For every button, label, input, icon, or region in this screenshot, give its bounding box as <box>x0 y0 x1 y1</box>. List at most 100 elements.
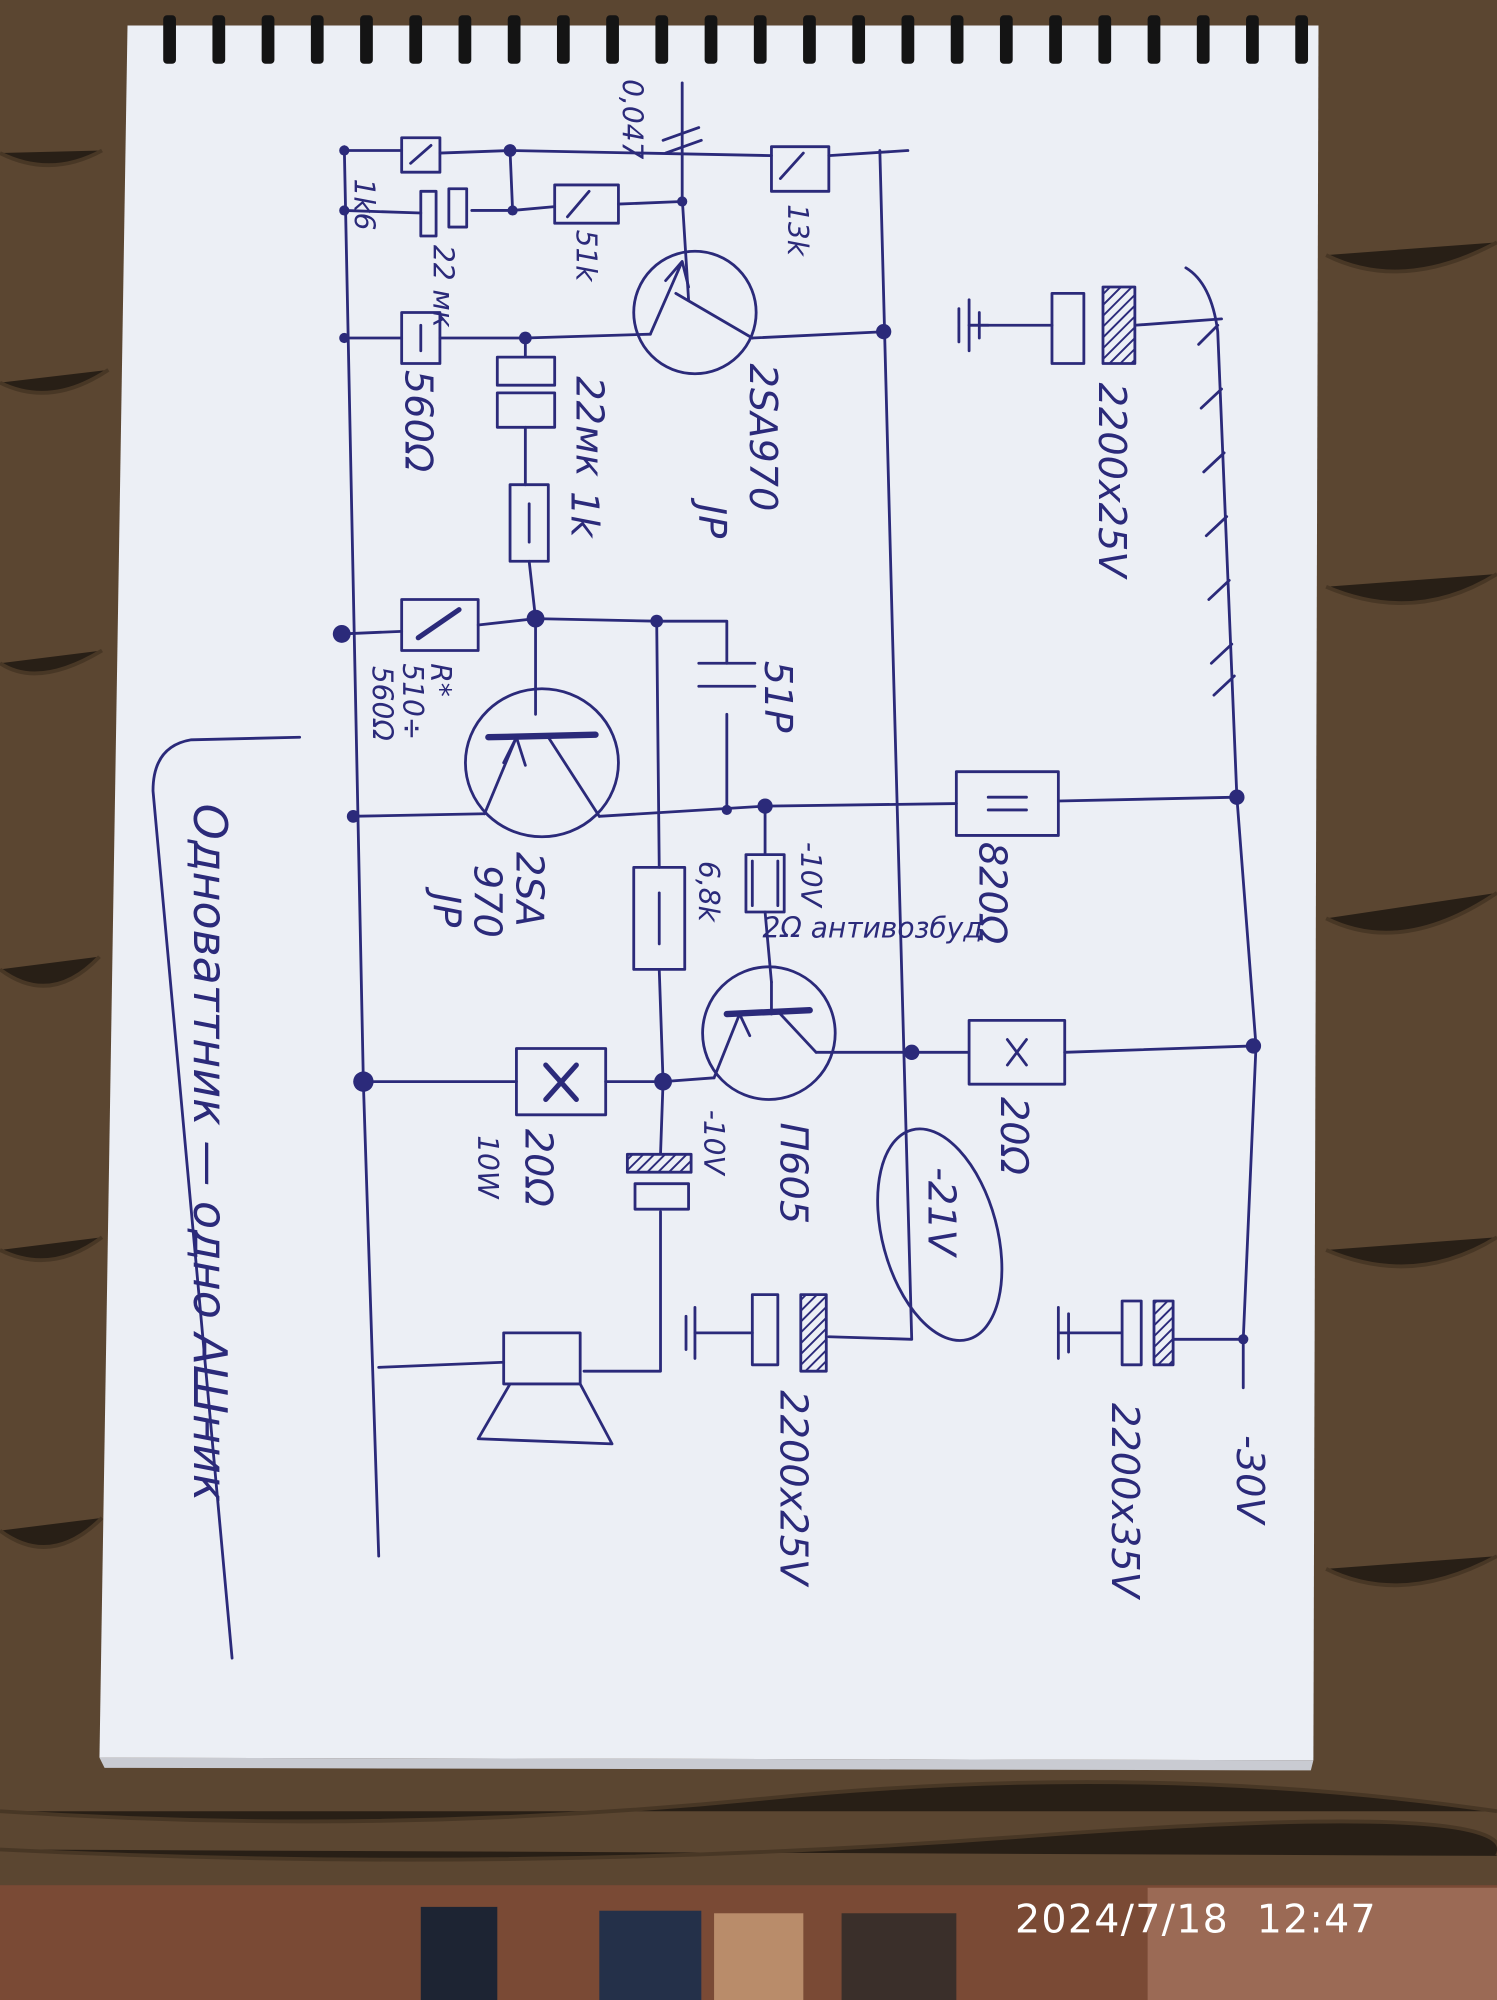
resistor-6k8 <box>632 865 687 971</box>
carpet-strip <box>0 1885 1497 2000</box>
label-c-filter-mid: 2200x25V <box>770 1390 815 1588</box>
transistor-q1-2sa970 <box>632 249 758 376</box>
spiral-ring <box>901 15 915 64</box>
junction-dot <box>518 331 532 345</box>
resistor-r-star <box>400 598 480 652</box>
label-r-20-10w-value: 20Ω <box>515 1129 560 1207</box>
label-r-13k: 13k <box>781 204 814 258</box>
label-c-filter-top: 2200x25V <box>1089 383 1134 581</box>
spiral-ring <box>999 15 1013 64</box>
spiral-ring <box>212 15 226 64</box>
label-r-star-range: 510÷ <box>396 663 429 740</box>
junction-dot <box>1245 1038 1262 1054</box>
ground-icon <box>1056 1305 1070 1360</box>
spiral-ring <box>950 15 964 64</box>
junction-dot <box>526 609 545 628</box>
label-r-1k6: 1k6 <box>347 179 380 231</box>
junction-dot <box>721 804 732 816</box>
spiral-ring <box>507 15 521 64</box>
notebook-paper <box>99 25 1319 1761</box>
capacitor-2200x25v-bottom <box>750 1293 828 1373</box>
spiral-ring <box>556 15 570 64</box>
label-q2-country: JP <box>424 886 469 927</box>
capacitor-0047 <box>661 126 703 155</box>
resistor-560 <box>400 311 442 365</box>
label-r-560: 560Ω <box>395 370 440 472</box>
label-r-star-value: 560Ω <box>365 666 398 742</box>
junction-dot <box>654 1072 672 1091</box>
label-r-1k: 1k <box>561 491 606 539</box>
spiral-ring <box>606 15 619 64</box>
label-c-22u: 22мк <box>566 376 611 477</box>
paper-edge-shadow <box>99 1757 1314 1771</box>
spiral-ring <box>1049 15 1062 64</box>
label-q2-part1: 2SA <box>506 852 551 927</box>
spiral-ring <box>458 15 472 64</box>
spiral-ring <box>409 15 423 64</box>
title-note: Одноваттник — одно АШник <box>183 804 237 1502</box>
label-r-51k: 51k <box>569 230 602 284</box>
spiral-ring <box>310 15 324 64</box>
junction-dot <box>353 1071 374 1092</box>
junction-dot <box>503 144 517 157</box>
spiral-ring <box>704 15 718 64</box>
label-r-6k8: 6,8k <box>692 861 725 924</box>
wood-grain <box>0 148 1497 1862</box>
resistor-20ohm <box>967 1019 1067 1086</box>
capacitor-22u <box>495 355 557 429</box>
label-c-input: 0,047 <box>615 79 648 159</box>
capacitor-2200x25v-top <box>1050 285 1137 365</box>
spiral-ring <box>852 15 866 64</box>
transistor-q2-2sa970 <box>464 687 620 839</box>
spiral-ring <box>1098 15 1112 64</box>
junction-dots <box>332 144 1262 1345</box>
label-r-star-name: R* <box>424 663 457 697</box>
resistor-2ohm <box>744 853 786 914</box>
label-c-51p: 51P <box>755 661 800 733</box>
spiral-ring <box>655 15 669 64</box>
label-q1-country: JP <box>689 497 734 538</box>
label-r-20-10w-power: 10W <box>471 1135 504 1200</box>
spiral-ring <box>1196 15 1210 64</box>
resistor-1k <box>508 483 550 563</box>
resistor-13k <box>770 145 831 193</box>
spiral-ring <box>1246 15 1259 64</box>
label-v-supply: -30V <box>1227 1435 1272 1526</box>
capacitor-22u-top <box>419 187 469 238</box>
junction-dot <box>1238 1334 1249 1345</box>
junction-dot <box>339 145 350 156</box>
label-c-22u-top: 22 мк <box>427 245 460 328</box>
label-c-820: 820Ω <box>969 842 1014 944</box>
transistor-q3-p605 <box>701 965 837 1101</box>
resistor-51k <box>553 183 620 225</box>
capacitor-820 <box>954 770 1060 837</box>
label-c-filter-right: 2200x35V <box>1102 1403 1147 1601</box>
ground-icon <box>957 298 990 353</box>
label-q3-part: П605 <box>770 1122 815 1224</box>
label-r-20: 20Ω <box>991 1097 1036 1175</box>
label-v-cap: -10V <box>697 1110 730 1177</box>
spiral-ring <box>1147 15 1161 64</box>
hatch-marks <box>1197 323 1236 697</box>
junction-dot <box>332 625 351 643</box>
label-v-21: -21V <box>918 1167 963 1258</box>
junction-dot <box>339 332 350 344</box>
ground-icon <box>684 1305 697 1360</box>
spiral-binding <box>163 15 1309 64</box>
spiral-ring <box>753 15 767 64</box>
spiral-ring <box>803 15 816 64</box>
spiral-ring <box>1295 15 1309 64</box>
junction-dot <box>1229 789 1245 805</box>
resistor-1k6 <box>400 136 442 174</box>
label-r-2ohm-note: 2Ω антивозбуд <box>763 911 983 944</box>
junction-dot <box>507 205 518 216</box>
spiral-ring <box>261 15 275 64</box>
junction-dot <box>876 323 892 340</box>
speaker-icon <box>476 1331 614 1446</box>
photo-timestamp: 2024/7/18 12:47 <box>1015 1896 1377 1942</box>
junction-dot <box>339 205 350 216</box>
labels: 0,047 1k6 22 мк 51k 13k 2SA970 JP 560Ω 2… <box>183 79 1272 1601</box>
junction-dot <box>677 196 688 207</box>
capacitor-51p <box>697 661 757 688</box>
